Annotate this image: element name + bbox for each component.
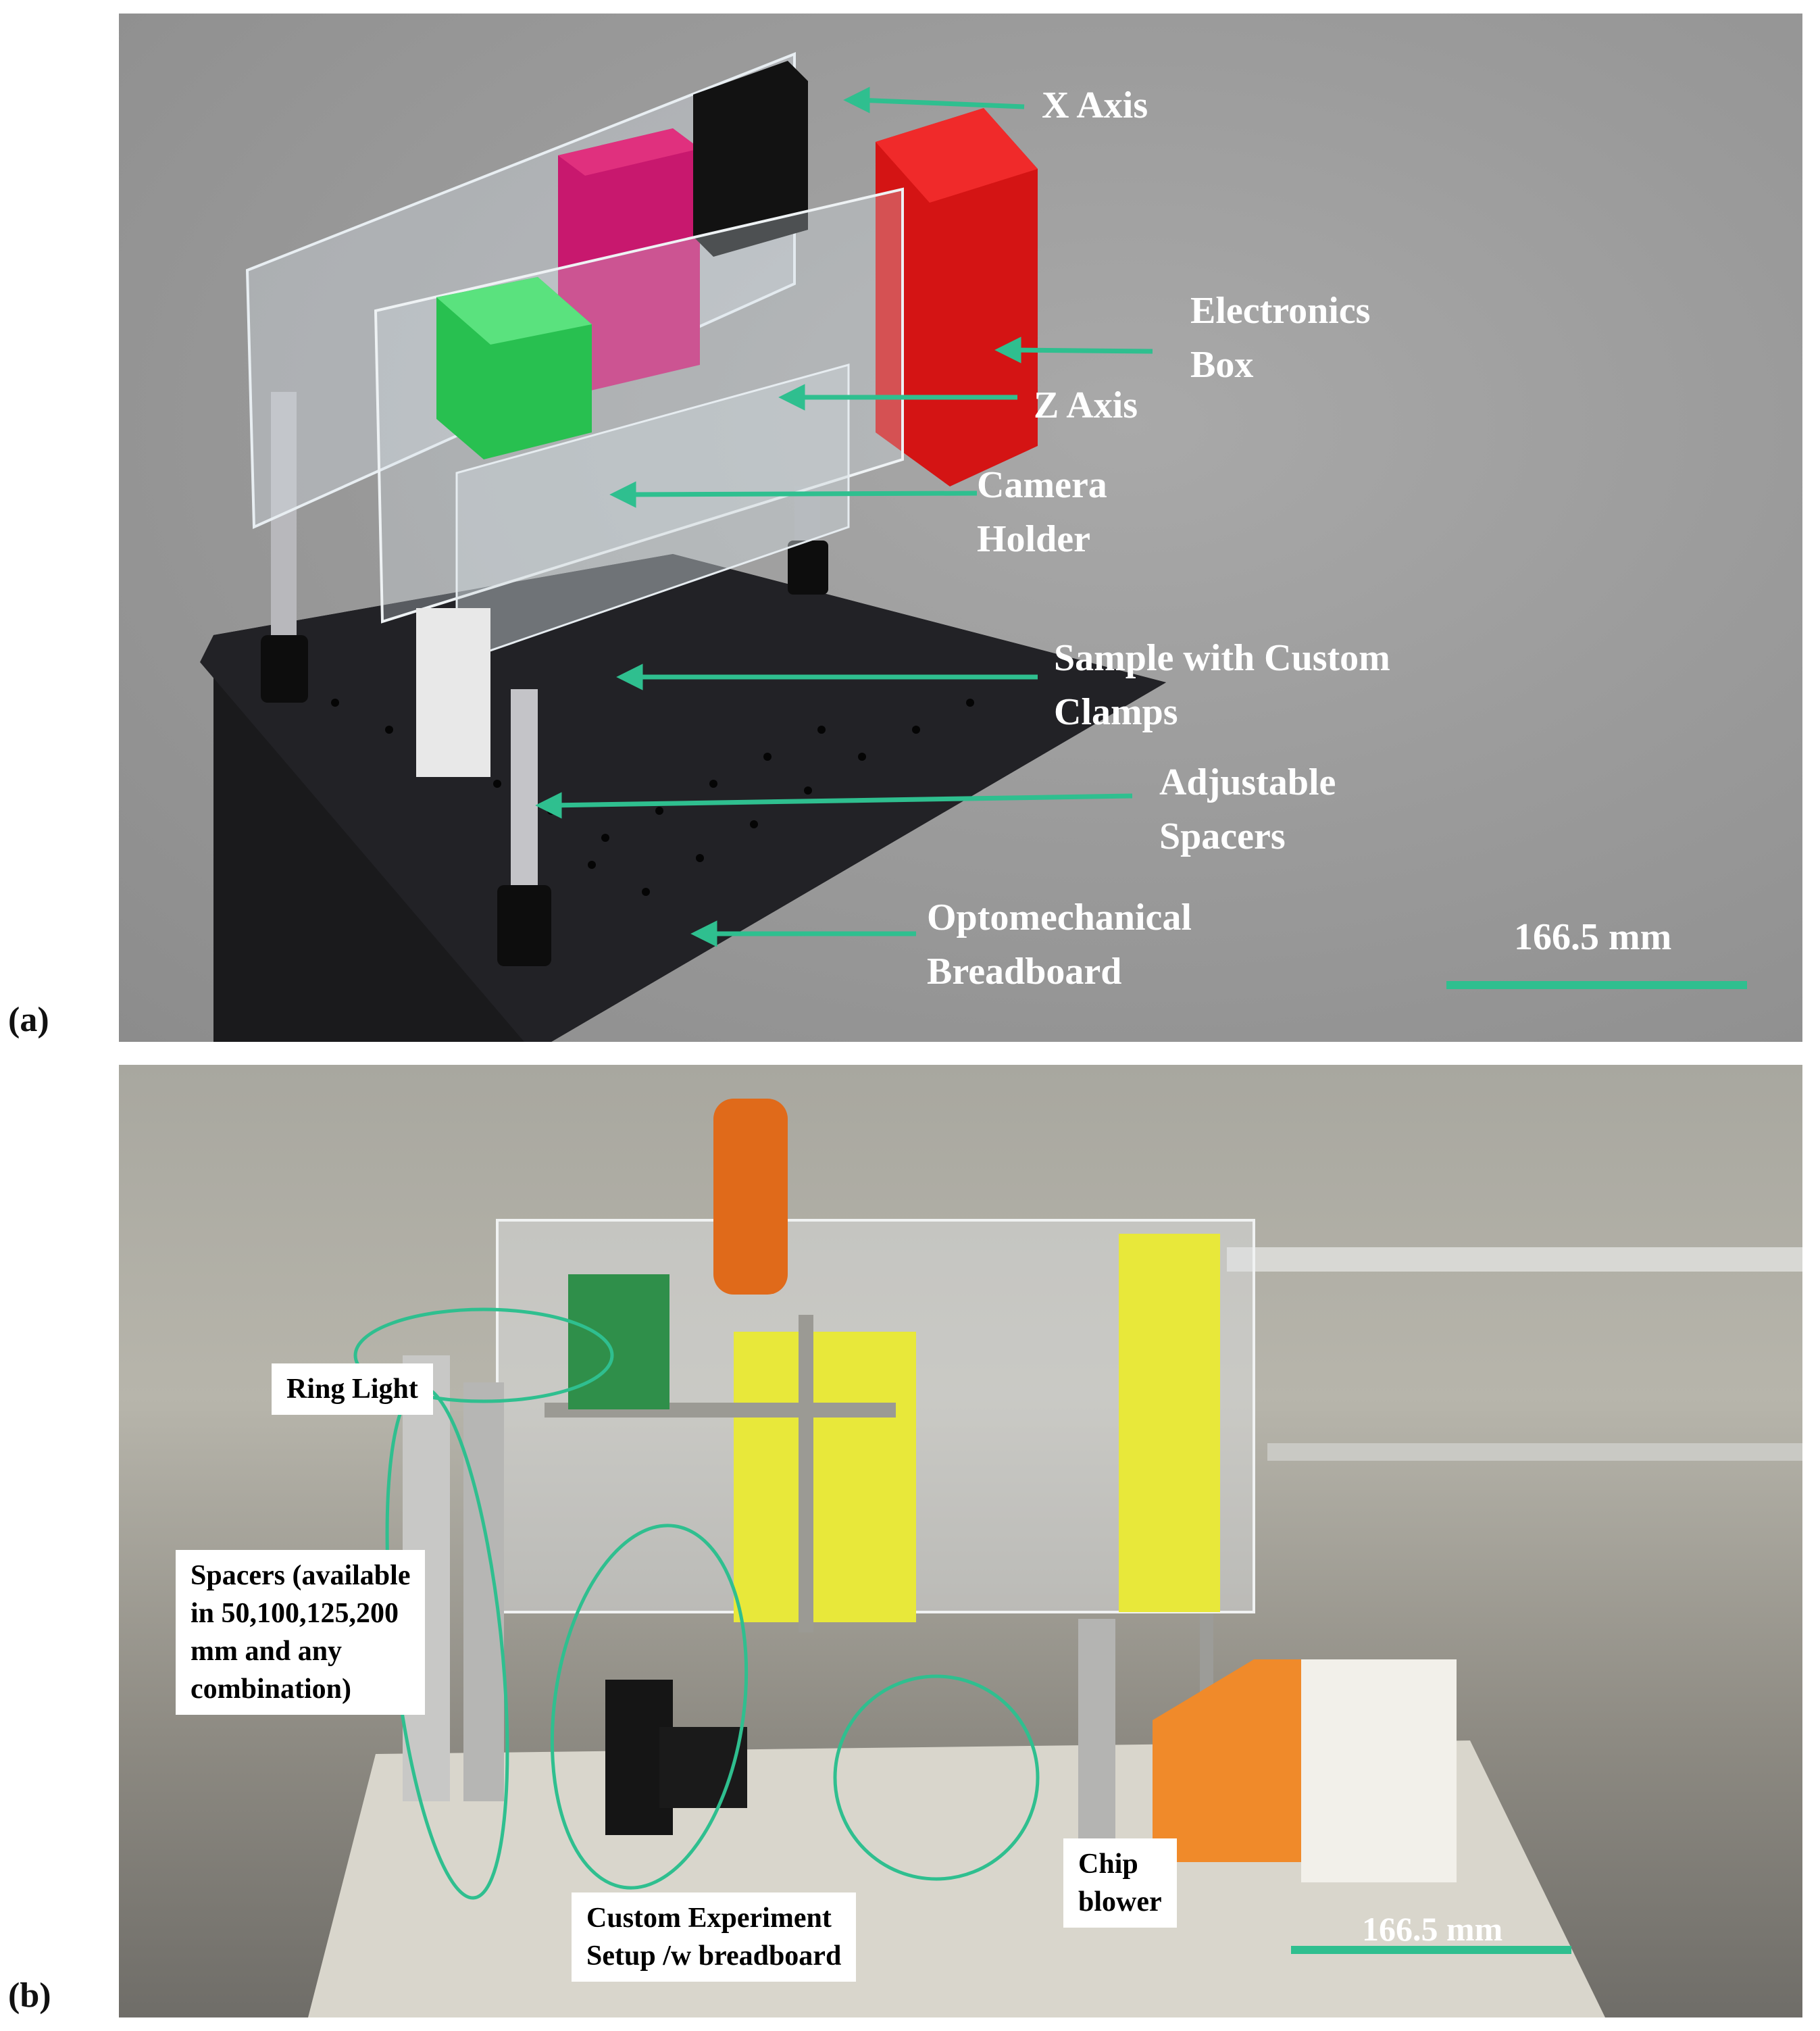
orange-camera (713, 1099, 788, 1295)
spacer-post-front (511, 689, 538, 912)
label-electronics-box: Electronics Box (1190, 290, 1371, 386)
label-custom-setup: Custom Experiment Setup /w breadboard (572, 1892, 857, 1982)
photo-illustration (308, 1099, 1802, 2017)
annotation-arrows (535, 86, 1153, 947)
sample-block (416, 608, 490, 777)
label-ring-light: Ring Light (272, 1363, 433, 1415)
label-adjustable-spacers: Adjustable Spacers (1159, 761, 1336, 857)
yellow-carriage (734, 1332, 916, 1622)
label-breadboard: Optomechanical Breadboard (927, 897, 1192, 993)
green-block-photo (568, 1274, 669, 1409)
yellow-electronics-box (1119, 1234, 1220, 1612)
label-camera-holder: Camera Holder (977, 464, 1107, 560)
scale-bar-a-label: 166.5 mm (1514, 916, 1672, 958)
panel-letter-a: (a) (8, 1001, 49, 1039)
label-sample-clamps: Sample with Custom Clamps (1054, 637, 1390, 733)
label-x-axis: X Axis (1042, 84, 1148, 126)
electronics-box-red (876, 108, 1038, 486)
x-axis-motor (693, 61, 808, 257)
magenta-block (558, 128, 700, 392)
panel-letter-b: (b) (8, 1976, 51, 2015)
label-spacers: Spacers (available in 50,100,125,200 mm … (176, 1550, 426, 1715)
breadboard-holes (331, 699, 974, 896)
label-chip-blower: Chip blower (1063, 1838, 1177, 1928)
z-axis-plate (455, 363, 850, 664)
cad-render-illustration (200, 52, 1747, 1042)
scale-bar-b-label: 166.5 mm (1362, 1910, 1503, 1948)
panel-b-photo: Ring Light Spacers (available in 50,100,… (119, 1065, 1802, 2017)
label-z-axis: Z Axis (1034, 384, 1138, 426)
panel-a-render: X Axis Electronics Box Z Axis Camera Hol… (119, 14, 1802, 1042)
spacer-post-left (271, 392, 297, 676)
